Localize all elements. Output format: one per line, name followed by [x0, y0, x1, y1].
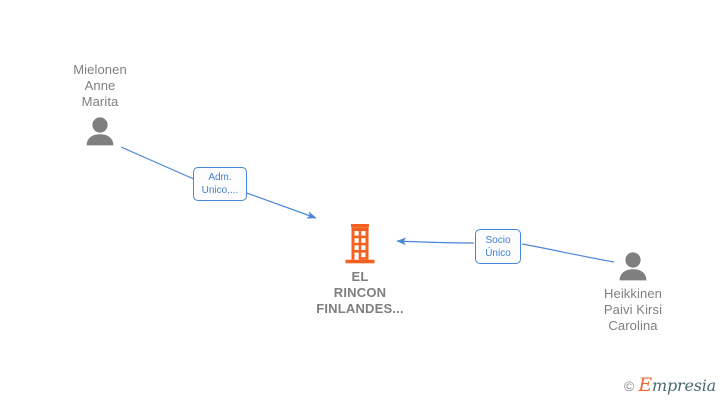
- empresia-watermark: © Empresia: [624, 374, 716, 396]
- node-label-company: EL RINCON FINLANDES...: [316, 269, 404, 316]
- node-label-mielonen: Mielonen Anne Marita: [73, 62, 127, 109]
- node-person-heikkinen[interactable]: Heikkinen Paivi Kirsi Carolina: [581, 251, 685, 334]
- building-icon: [345, 224, 375, 264]
- node-label-heikkinen: Heikkinen Paivi Kirsi Carolina: [603, 286, 663, 333]
- copyright-icon: ©: [624, 377, 635, 394]
- person-icon: [86, 117, 114, 146]
- edge-label-adm-unico[interactable]: Adm. Unico,...: [193, 167, 247, 201]
- person-icon: [619, 252, 647, 281]
- brand-rest: mpresia: [652, 376, 716, 395]
- node-company-el-rincon-finlandes[interactable]: EL RINCON FINLANDES...: [298, 224, 422, 317]
- node-person-mielonen[interactable]: Mielonen Anne Marita: [48, 62, 152, 146]
- edge-label-socio-unico[interactable]: Socio Único: [475, 229, 521, 264]
- brand-initial: E: [638, 374, 652, 396]
- brand-logo-text: Empresia: [638, 374, 716, 396]
